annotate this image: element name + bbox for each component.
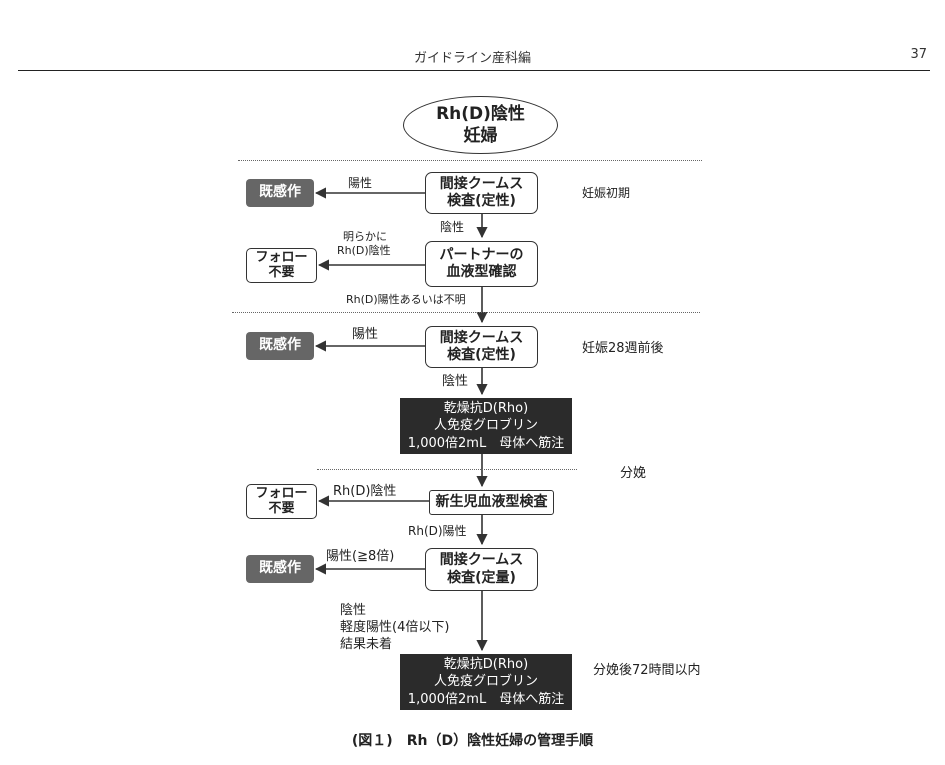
edge-label-positive-2: 陽性 [352,327,379,342]
node-line: 人免疫グロブリン [433,418,538,434]
node-no-follow-1: フォロー 不要 [246,248,317,283]
node-sensitized-2: 既感作 [246,332,314,360]
node-line: 乾燥抗D(Rho) [443,400,529,416]
node-line: 新生児血液型検査 [435,493,548,510]
node-indirect-coombs-2: 間接クームス 検査(定性) [425,326,538,368]
edge-label-positive-3: 陽性(≧8倍) [326,549,395,564]
timeline-postpartum: 分娩後72時間以内 [593,663,701,678]
edge-label-newborn-positive: Rh(D)陽性 [408,524,467,538]
edge-label-negative-3-line2: 軽度陽性(4倍以下) [340,620,450,635]
start-line2: 妊婦 [463,126,498,146]
node-line: 検査(定性) [447,193,516,209]
separator-week28 [232,312,700,313]
node-line: フォロー [255,485,308,501]
separator-early [238,160,702,161]
edge-label-positive-or-unknown: Rh(D)陽性あるいは不明 [346,293,466,306]
node-line: フォロー [255,249,308,265]
node-line: 間接クームス [439,329,524,346]
start-line1: Rh(D)陰性 [436,103,525,124]
node-line: 検査(定性) [447,347,516,363]
node-partner-check: パートナーの 血液型確認 [425,241,538,287]
node-indirect-coombs-3: 間接クームス 検査(定量) [425,548,538,591]
timeline-early: 妊娠初期 [582,186,631,200]
node-newborn-blood-type: 新生児血液型検査 [429,490,554,515]
timeline-delivery: 分娩 [620,466,647,481]
page-number: 37 [910,47,927,62]
timeline-week28: 妊娠28週前後 [582,341,664,356]
node-line: 不要 [268,264,295,280]
node-sensitized-3: 既感作 [246,555,314,583]
node-line: 間接クームス [439,175,524,192]
figure-caption: (図１) Rh（D）陰性妊婦の管理手順 [351,733,594,749]
node-no-follow-2: フォロー 不要 [246,484,317,519]
separator-delivery [317,469,577,470]
edge-label-negative-3-line1: 陰性 [340,603,367,618]
node-line: パートナーの [439,246,524,263]
node-line: 不要 [268,500,295,516]
edge-label-negative-3-line3: 結果未着 [340,637,393,652]
start-oval: Rh(D)陰性 妊婦 [403,96,558,154]
edge-label-negative-2: 陰性 [442,374,469,389]
edge-label-obvious-line1: 明らかに [343,230,387,243]
node-line: 1,000倍2mL 母体へ筋注 [407,435,565,451]
node-line: 検査(定量) [447,569,516,586]
node-line: 血液型確認 [446,264,517,280]
node-indirect-coombs-1: 間接クームス 検査(定性) [425,172,538,214]
header-rule [18,70,930,71]
node-line: 人免疫グロブリン [433,674,538,690]
node-sensitized-1: 既感作 [246,179,314,207]
edge-label-negative-1: 陰性 [440,220,465,234]
node-line: 1,000倍2mL 母体へ筋注 [407,691,565,707]
node-anti-d-1: 乾燥抗D(Rho) 人免疫グロブリン 1,000倍2mL 母体へ筋注 [400,398,572,454]
node-line: 間接クームス [439,552,524,568]
node-anti-d-2: 乾燥抗D(Rho) 人免疫グロブリン 1,000倍2mL 母体へ筋注 [400,654,572,710]
running-header-title: ガイドライン産科編 [413,51,531,66]
edge-label-positive-1: 陽性 [348,176,373,190]
node-line: 乾燥抗D(Rho) [443,656,529,672]
edge-label-newborn-negative: Rh(D)陰性 [333,484,397,499]
edge-label-obvious-line2: Rh(D)陰性 [337,244,391,257]
